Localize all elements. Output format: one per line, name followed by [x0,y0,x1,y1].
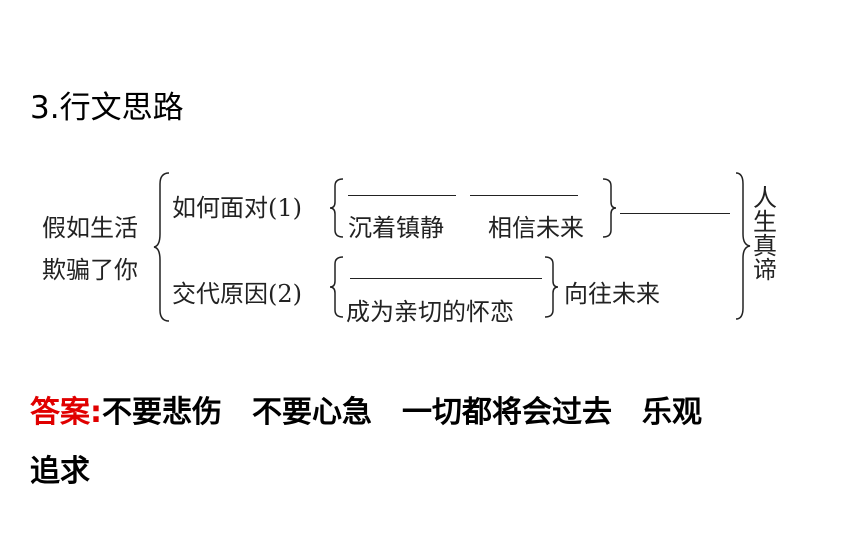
branch1-result-blank [620,213,730,214]
branch1-blank-2 [470,195,578,196]
root-label-line2: 欺骗了你 [42,256,138,284]
branch1-item-1: 沉着镇静 [348,214,444,242]
answer-label: 答案: [30,395,102,430]
branch1-close-brace [602,178,617,238]
branch2-blank [350,278,542,279]
branch2-label: 交代原因(2) [172,280,302,308]
branch2-close-brace [544,256,559,318]
branch1-blank-1 [348,195,456,196]
branch2-brace [329,256,344,318]
branch1-item-2: 相信未来 [488,214,584,242]
section-title: 3.行文思路 [30,90,184,126]
branch1-brace [329,178,344,238]
root-brace [153,172,170,322]
answer-line-2: 追求 [30,454,90,489]
branch2-result: 向往未来 [564,280,660,308]
root-label-line1: 假如生活 [42,214,138,242]
branch2-item: 成为亲切的怀恋 [346,298,514,326]
conclusion-brace [735,172,751,320]
answer-text-1: 不要悲伤 不要心急 一切都将会过去 乐观 [102,395,702,430]
conclusion-label: 人生真谛 [753,184,777,284]
answer-line-1: 答案:不要悲伤 不要心急 一切都将会过去 乐观 [30,387,702,431]
branch1-label: 如何面对(1) [172,194,302,222]
